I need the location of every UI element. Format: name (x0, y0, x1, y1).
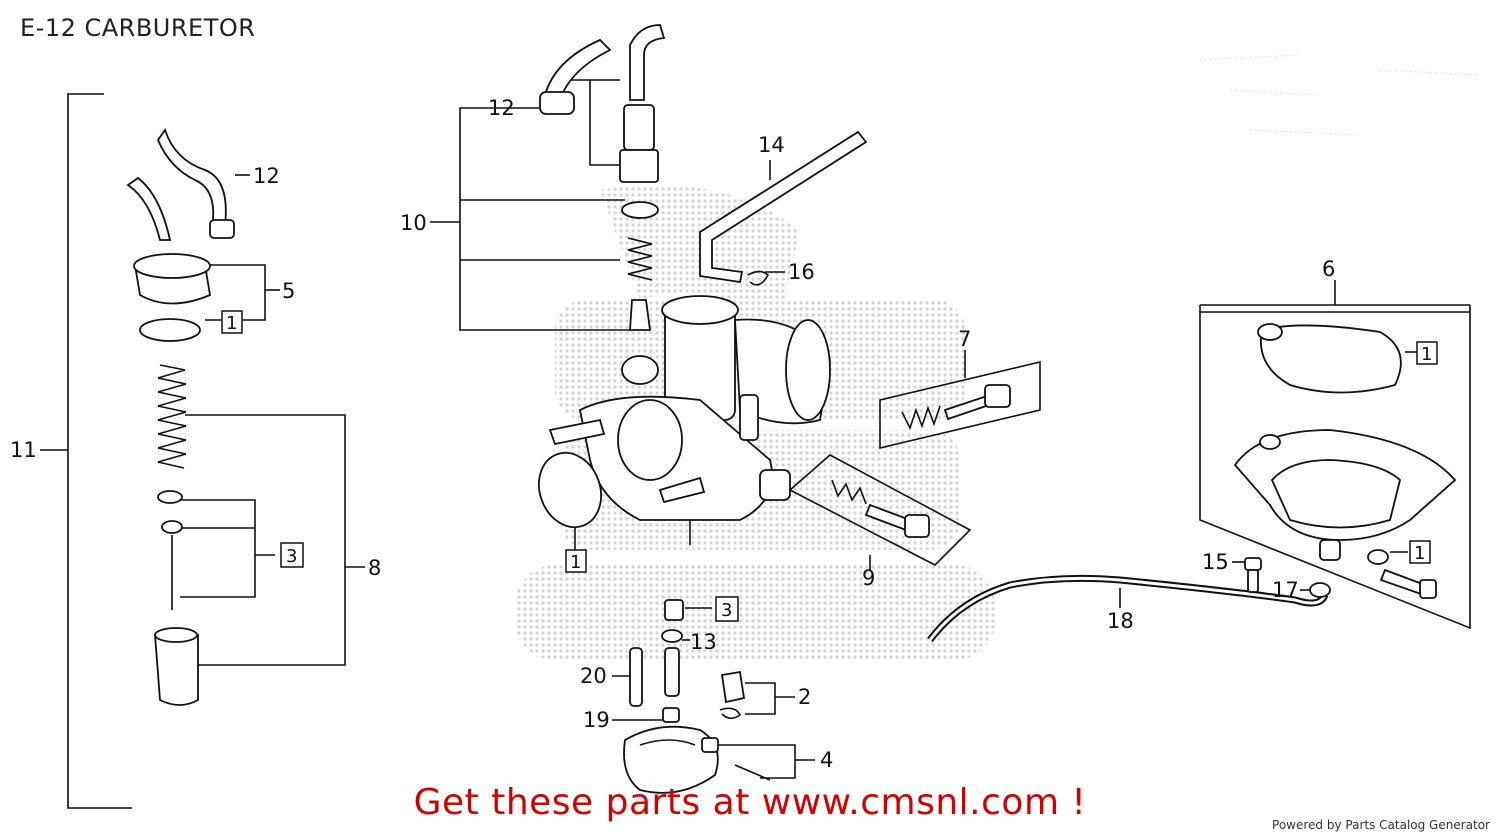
callout-box-1-left (221, 310, 243, 334)
callout-1-left: 1 (226, 313, 237, 334)
callout-18: 18 (1107, 609, 1134, 633)
callout-15: 15 (1202, 550, 1229, 574)
callout-13: 13 (690, 630, 717, 654)
callout-box-3-center (715, 596, 739, 622)
callout-3-center: 3 (721, 600, 732, 621)
callout-2: 2 (798, 685, 811, 709)
page-title: E-12 CARBURETOR (20, 14, 256, 42)
callout-7: 7 (958, 327, 971, 351)
center-hoses-12 (539, 24, 666, 115)
callout-11: 11 (10, 438, 37, 462)
drain-tube-18 (927, 574, 1329, 643)
callout-box-1-right-bottom (1409, 540, 1431, 564)
callout-4: 4 (820, 748, 833, 772)
needle-jet-holder (619, 104, 659, 331)
left-bracket-11 (40, 93, 132, 809)
clip-16 (747, 270, 785, 286)
callout-5: 5 (282, 279, 295, 303)
float-chamber-6 (1199, 280, 1471, 630)
top-cap-5 (126, 176, 280, 342)
screw-set-7 (879, 350, 1041, 450)
promo-banner[interactable]: Get these parts at www.cmsnl.com ! (413, 782, 1087, 823)
jet-parts-lower (612, 599, 795, 723)
faint-marks (1199, 54, 1481, 136)
bracket-10 (430, 79, 630, 331)
callout-6: 6 (1322, 257, 1335, 281)
callout-box-1-center (565, 549, 587, 573)
screw-set-9 (788, 454, 972, 570)
rod-14 (699, 130, 868, 284)
spring-and-needle-8 (154, 364, 365, 706)
callout-19: 19 (583, 708, 610, 732)
callout-17: 17 (1272, 578, 1299, 602)
callout-12-left: 12 (253, 164, 280, 188)
callout-16: 16 (788, 260, 815, 284)
callout-8: 8 (368, 556, 381, 580)
bolt-15 (1232, 557, 1262, 593)
callout-1-center: 1 (570, 552, 581, 573)
clip-17 (1300, 582, 1331, 598)
callout-1-right-top: 1 (1421, 344, 1432, 365)
left-hose-12 (156, 128, 250, 239)
callout-box-3-left (280, 542, 304, 568)
callout-1-right-bottom: 1 (1414, 543, 1425, 564)
callout-10: 10 (400, 211, 427, 235)
carburetor-body (548, 295, 831, 545)
callout-12-center: 12 (488, 96, 515, 120)
callout-box-1-right-top (1416, 341, 1438, 365)
float-4 (623, 725, 815, 794)
callout-14: 14 (758, 133, 785, 157)
gasket-1-center (538, 451, 602, 550)
footer-credit: Powered by Parts Catalog Generator (1272, 818, 1490, 832)
callout-9: 9 (862, 566, 875, 590)
callout-20: 20 (580, 664, 607, 688)
callout-3-left: 3 (286, 546, 297, 567)
